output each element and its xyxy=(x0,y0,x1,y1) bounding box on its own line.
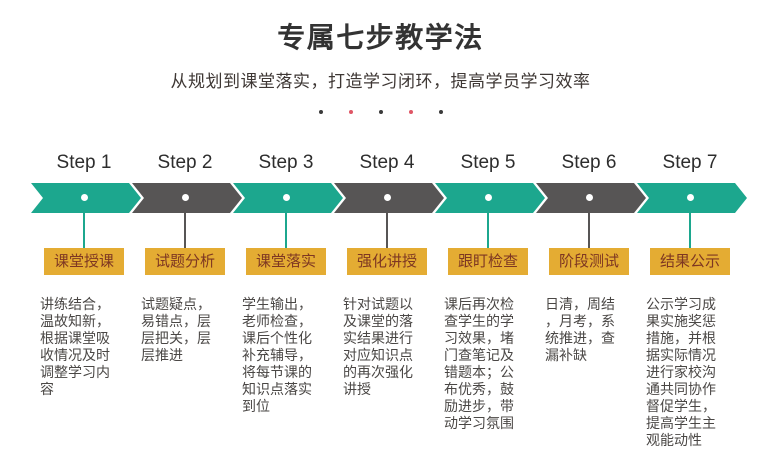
chevron-center-dot-7 xyxy=(686,194,694,201)
step-badge-wrap-5: 跟盯检查 xyxy=(433,248,543,275)
chevron-center-dot-6 xyxy=(585,194,593,201)
connector-line-5 xyxy=(487,212,489,248)
step-description-1: 讲练结合，温故知新，根据课堂吸收情况及时调整学习内容 xyxy=(40,296,110,397)
step-badge-6: 阶段测试 xyxy=(548,248,629,275)
carousel-dots xyxy=(0,110,761,114)
connector-line-7 xyxy=(689,212,691,248)
carousel-dot-2 xyxy=(348,110,353,114)
step-description-4: 针对试题以及课堂的落实结果进行对应知识点的再次强化讲授 xyxy=(343,296,413,397)
connector-line-3 xyxy=(285,212,287,248)
chevron-center-dot-1 xyxy=(80,194,88,201)
step-description-3: 学生输出，老师检查，课后个性化补充辅导，将每节课的知识点落实到位 xyxy=(242,296,312,414)
chevron-center-dot-3 xyxy=(282,194,290,201)
connector-line-6 xyxy=(588,212,590,248)
step-label-4: Step 4 xyxy=(359,152,415,173)
step-badge-5: 跟盯检查 xyxy=(447,248,528,275)
step-badge-wrap-4: 强化讲授 xyxy=(332,248,442,275)
chevron-center-dot-5 xyxy=(484,194,492,201)
step-description-7: 公示学习成果实施奖惩措施，并根据实际情况进行家校沟通共同协作督促学生，提高学生主… xyxy=(646,296,716,448)
step-description-6: 日清，周结，月考，系统推进，查漏补缺 xyxy=(545,296,615,363)
step-description-2: 试题疑点，易错点，层层把关，层层推进 xyxy=(141,296,211,363)
carousel-dot-4 xyxy=(408,110,413,114)
step-badge-wrap-7: 结果公示 xyxy=(635,248,745,275)
step-badge-1: 课堂授课 xyxy=(43,248,124,275)
step-label-2: Step 2 xyxy=(157,152,213,173)
step-description-5: 课后再次检查学生的学习效果，堵门查笔记及错题本；公布优秀，鼓励进步，带动学习氛围 xyxy=(444,296,514,431)
connector-line-2 xyxy=(184,212,186,248)
step-badge-3: 课堂落实 xyxy=(245,248,326,275)
step-label-1: Step 1 xyxy=(56,152,112,173)
carousel-dot-1 xyxy=(318,110,323,114)
step-label-7: Step 7 xyxy=(662,152,718,173)
step-badge-wrap-2: 试题分析 xyxy=(130,248,240,275)
step-badge-wrap-6: 阶段测试 xyxy=(534,248,644,275)
step-badge-wrap-1: 课堂授课 xyxy=(29,248,139,275)
carousel-dot-5 xyxy=(438,110,443,114)
steps-diagram: Step 1 课堂授课 讲练结合，温故知新，根据课堂吸收情况及时调整学习内容 S… xyxy=(0,152,761,472)
step-label-5: Step 5 xyxy=(460,152,516,173)
step-label-3: Step 3 xyxy=(258,152,314,173)
connector-line-1 xyxy=(83,212,85,248)
step-badge-2: 试题分析 xyxy=(144,248,225,275)
step-label-6: Step 6 xyxy=(561,152,617,173)
step-badge-wrap-3: 课堂落实 xyxy=(231,248,341,275)
connector-line-4 xyxy=(386,212,388,248)
carousel-dot-3 xyxy=(378,110,383,114)
chevron-center-dot-2 xyxy=(181,194,189,201)
chevron-center-dot-4 xyxy=(383,194,391,201)
step-badge-4: 强化讲授 xyxy=(346,248,427,275)
page-subtitle: 从规划到课堂落实，打造学习闭环，提高学员学习效率 xyxy=(170,72,591,91)
page-title: 专属七步教学法 xyxy=(277,22,484,53)
step-badge-7: 结果公示 xyxy=(649,248,730,275)
